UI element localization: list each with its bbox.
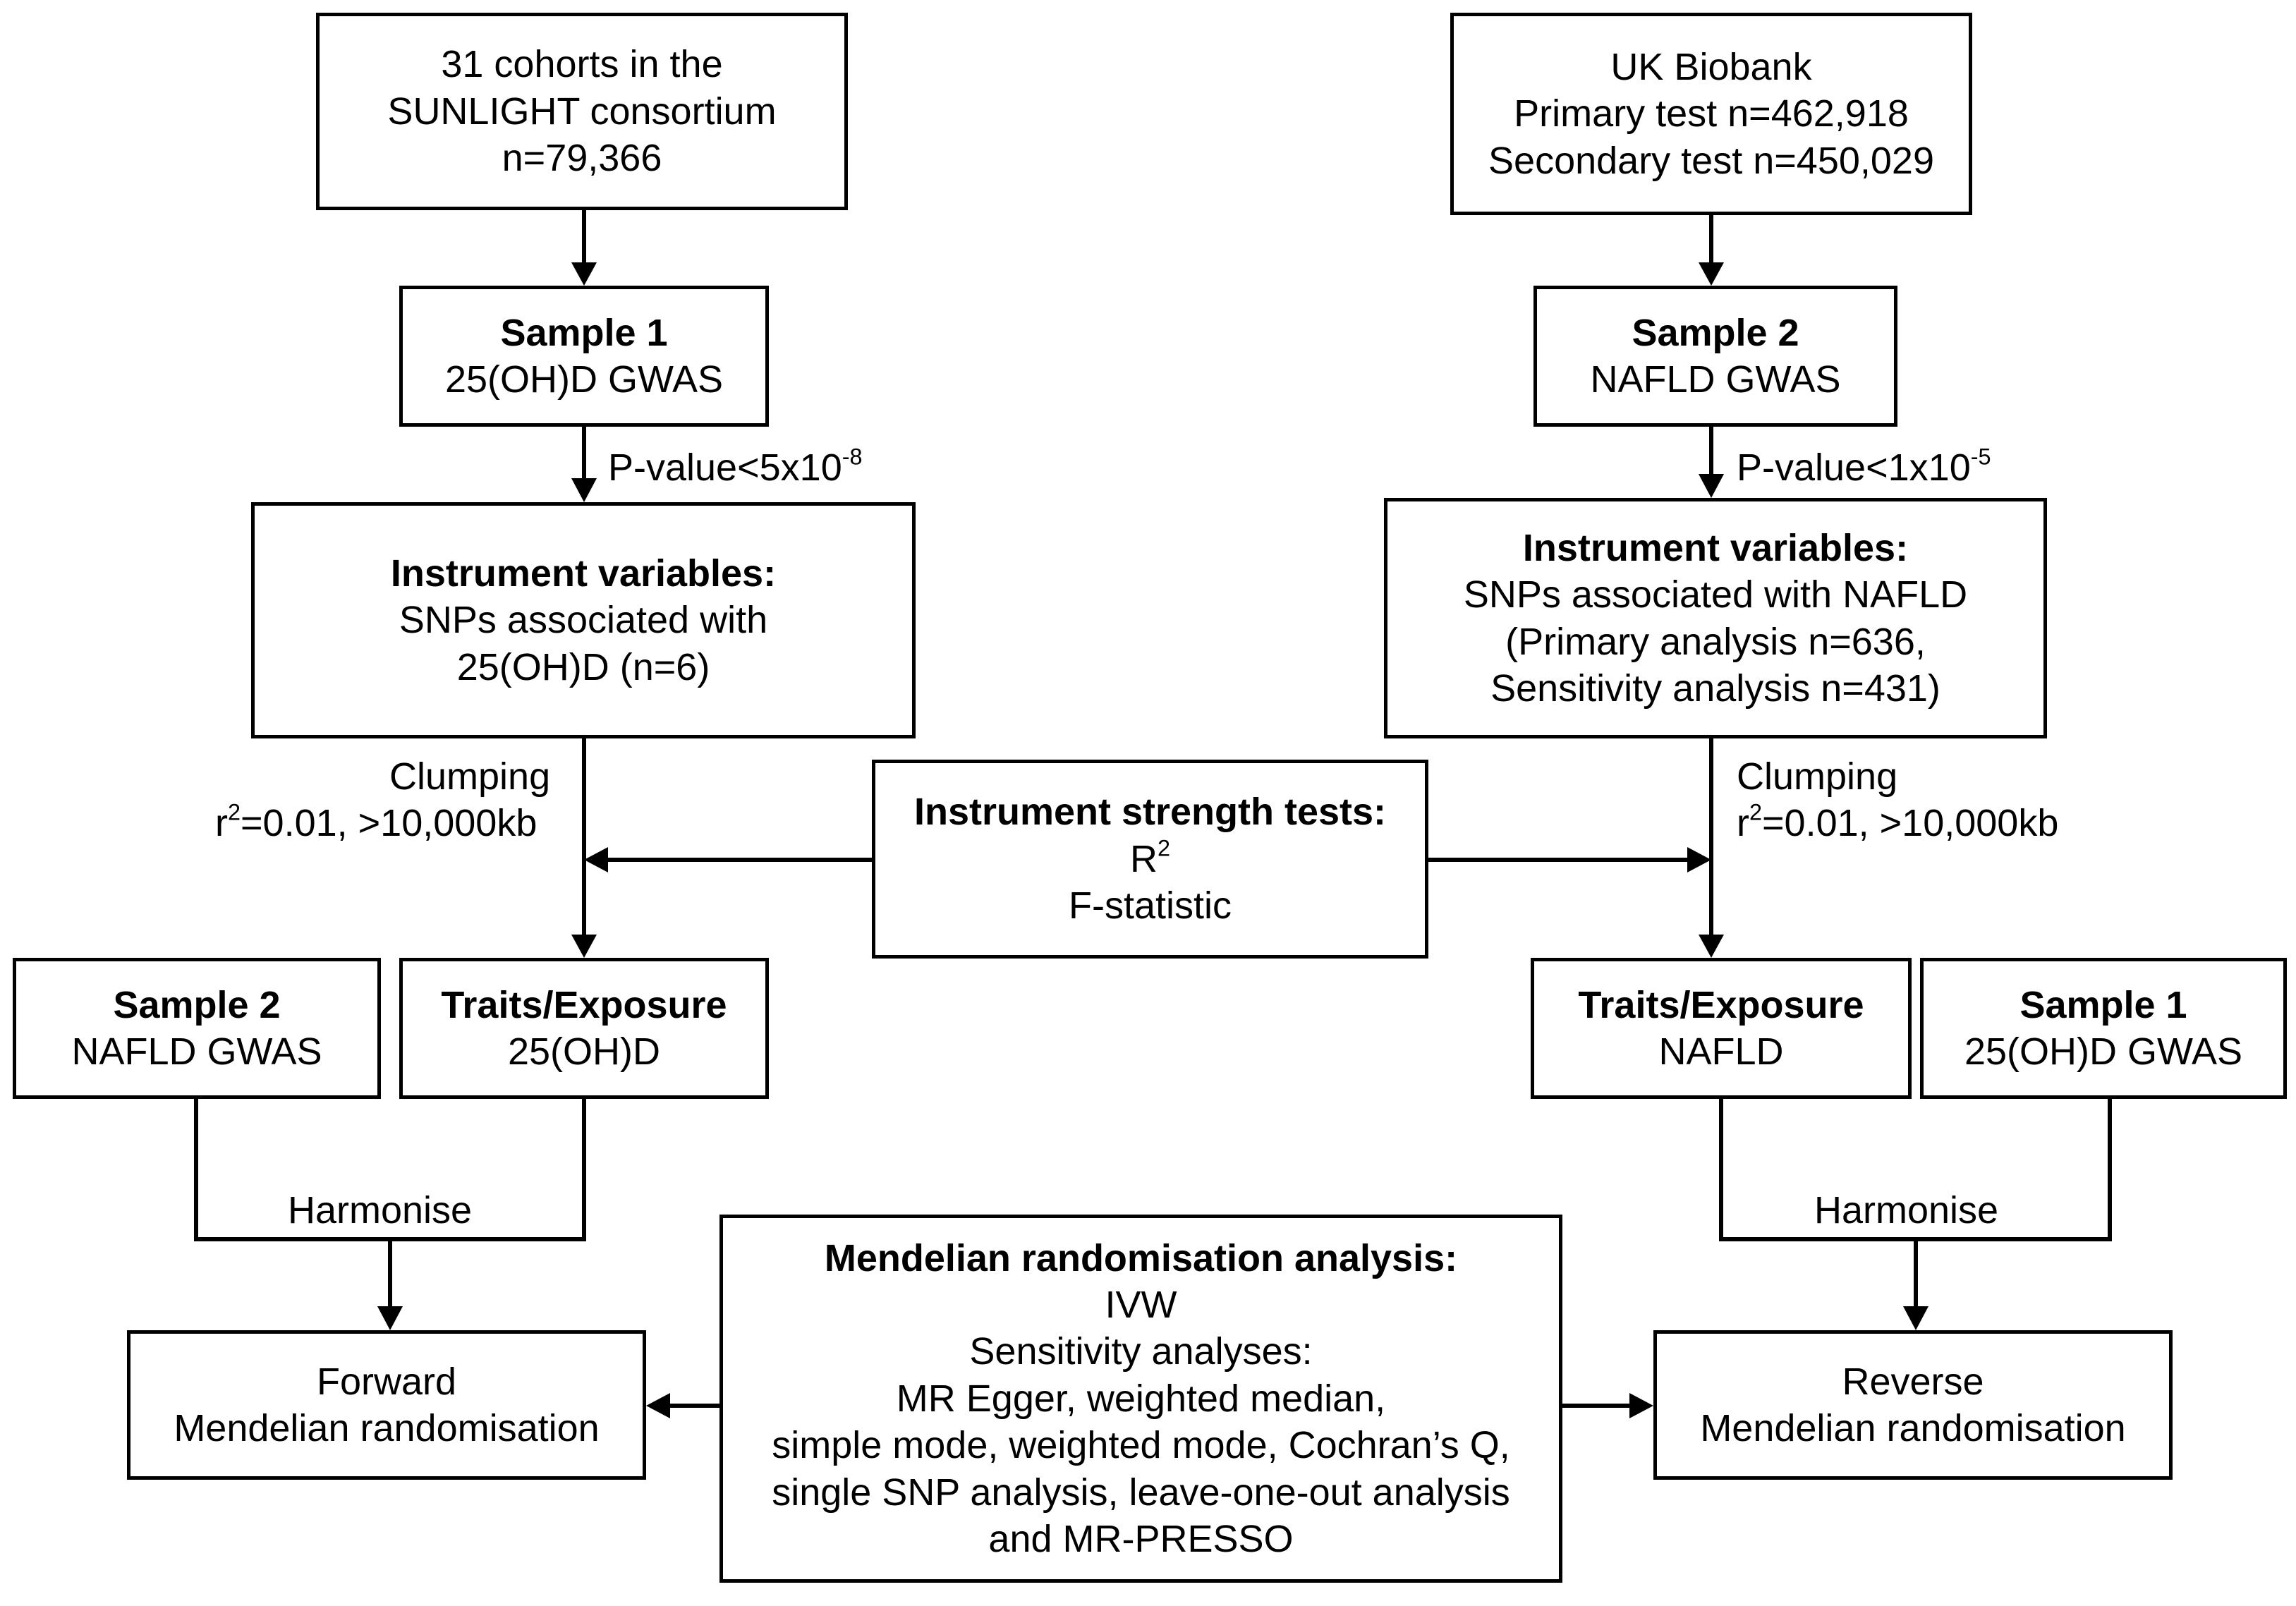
left-pvalue-exp: -8 (842, 444, 863, 470)
right-traits-title: Traits/Exposure (1578, 983, 1864, 1026)
left-pvalue-text: P-value<5x10 (608, 446, 842, 489)
left-instruments-line1: SNPs associated with (399, 599, 768, 642)
right-sample1-subtitle: 25(OH)D GWAS (1964, 1030, 2243, 1073)
left-clumping-r-exp: 2 (227, 799, 241, 825)
reverse-mr-line2: Mendelian randomisation (1700, 1407, 2126, 1449)
right-harmonise-label: Harmonise (1814, 1189, 1999, 1231)
mr-analysis-line2: Sensitivity analyses: (969, 1330, 1313, 1373)
right-clumping-line1: Clumping (1737, 755, 1898, 798)
left-clumping-line1: Clumping (389, 755, 551, 798)
arrowhead-biobank-to-sample2 (1699, 262, 1724, 286)
right-instruments-line1: SNPs associated with NAFLD (1463, 573, 1968, 616)
biobank-line3: Secondary test n=450,029 (1488, 139, 1934, 182)
reverse-mr-line1: Reverse (1842, 1360, 1984, 1403)
uk-biobank-box: UK Biobank Primary test n=462,918 Second… (1450, 13, 1972, 215)
left-instruments-title: Instrument variables: (390, 552, 777, 595)
arrowhead-sample1-to-instruments (571, 478, 597, 502)
left-pvalue-label: P-value<5x10-8 (608, 444, 863, 491)
cohorts-line3: n=79,366 (502, 137, 662, 180)
right-sample2-title: Sample 2 (1632, 311, 1799, 354)
forward-mr-box: Forward Mendelian randomisation (127, 1330, 646, 1480)
left-sample1-box: Sample 1 25(OH)D GWAS (399, 286, 769, 427)
right-instruments-line3: Sensitivity analysis n=431) (1490, 667, 1940, 710)
cohorts-line1: 31 cohorts in the (441, 43, 723, 86)
arrowhead-strength-to-left (584, 847, 608, 872)
strength-tests-box: Instrument strength tests: R2 F-statisti… (872, 760, 1428, 959)
left-traits-subtitle: 25(OH)D (507, 1030, 661, 1073)
mr-analysis-box: Mendelian randomisation analysis: IVW Se… (719, 1215, 1562, 1583)
strength-tests-r-exp: 2 (1157, 835, 1170, 861)
arrowhead-harmonise-to-forward (377, 1306, 403, 1330)
left-sample1-subtitle: 25(OH)D GWAS (444, 358, 724, 401)
mr-analysis-line4: simple mode, weighted mode, Cochran’s Q, (772, 1424, 1510, 1467)
strength-tests-line2: F-statistic (1068, 884, 1232, 927)
arrowhead-strength-to-right (1687, 847, 1711, 872)
arrowhead-mr-to-reverse (1629, 1393, 1653, 1418)
left-sample2-title: Sample 2 (113, 983, 281, 1026)
right-clumping-r: r (1737, 802, 1749, 844)
right-instruments-box: Instrument variables: SNPs associated wi… (1384, 498, 2047, 738)
right-sample1-title: Sample 1 (2019, 983, 2187, 1026)
cohorts-line2: SUNLIGHT consortium (387, 90, 777, 133)
right-sample2-box: Sample 2 NAFLD GWAS (1533, 286, 1897, 427)
reverse-mr-box: Reverse Mendelian randomisation (1653, 1330, 2173, 1480)
arrowhead-sample2-to-instruments (1699, 474, 1724, 498)
left-harmonise-label: Harmonise (288, 1189, 473, 1231)
left-clumping-line2: r2=0.01, >10,000kb (215, 800, 537, 846)
left-sample2-subtitle: NAFLD GWAS (71, 1030, 322, 1073)
right-pvalue-label: P-value<1x10-5 (1737, 444, 1991, 491)
mr-analysis-line1: IVW (1105, 1283, 1177, 1326)
mr-analysis-title: Mendelian randomisation analysis: (824, 1236, 1458, 1279)
right-clumping-line2: r2=0.01, >10,000kb (1737, 800, 2058, 846)
arrowhead-harmonise-to-reverse (1903, 1306, 1928, 1330)
left-instruments-line2: 25(OH)D (n=6) (456, 645, 710, 688)
right-instruments-line2: (Primary analysis n=636, (1505, 620, 1926, 663)
left-traits-box: Traits/Exposure 25(OH)D (399, 958, 769, 1099)
right-pvalue-exp: -5 (1970, 444, 1991, 470)
right-clumping-r-exp: 2 (1749, 799, 1762, 825)
strength-tests-r: R (1129, 837, 1158, 880)
left-clumping-rest: =0.01, >10,000kb (241, 802, 537, 844)
left-sample1-title: Sample 1 (500, 311, 668, 354)
arrowhead-cohorts-to-sample1 (571, 262, 597, 286)
sunlight-cohorts-box: 31 cohorts in the SUNLIGHT consortium n=… (316, 13, 848, 210)
mr-analysis-line3: MR Egger, weighted median, (896, 1377, 1386, 1420)
arrowhead-instruments-to-traits-left (571, 935, 597, 958)
biobank-line1: UK Biobank (1610, 45, 1812, 88)
mr-analysis-line6: and MR-PRESSO (988, 1518, 1294, 1561)
mr-analysis-line5: single SNP analysis, leave-one-out analy… (772, 1471, 1510, 1514)
left-sample2-box: Sample 2 NAFLD GWAS (13, 958, 381, 1099)
right-pvalue-text: P-value<1x10 (1737, 446, 1971, 489)
arrowhead-instruments-to-traits-right (1699, 935, 1724, 958)
left-traits-title: Traits/Exposure (441, 983, 727, 1026)
right-clumping-rest: =0.01, >10,000kb (1762, 802, 2059, 844)
arrowhead-mr-to-forward (646, 1393, 670, 1418)
left-instruments-box: Instrument variables: SNPs associated wi… (251, 502, 916, 738)
forward-mr-line1: Forward (316, 1360, 457, 1403)
right-traits-box: Traits/Exposure NAFLD (1531, 958, 1912, 1099)
right-sample2-subtitle: NAFLD GWAS (1590, 358, 1841, 401)
biobank-line2: Primary test n=462,918 (1514, 92, 1909, 135)
right-sample1-box: Sample 1 25(OH)D GWAS (1920, 958, 2287, 1099)
right-traits-subtitle: NAFLD (1658, 1030, 1784, 1073)
right-instruments-title: Instrument variables: (1522, 526, 1909, 569)
forward-mr-line2: Mendelian randomisation (174, 1407, 600, 1449)
left-clumping-r: r (215, 802, 228, 844)
strength-tests-r2: R2 (1130, 836, 1170, 882)
strength-tests-title: Instrument strength tests: (913, 791, 1387, 834)
